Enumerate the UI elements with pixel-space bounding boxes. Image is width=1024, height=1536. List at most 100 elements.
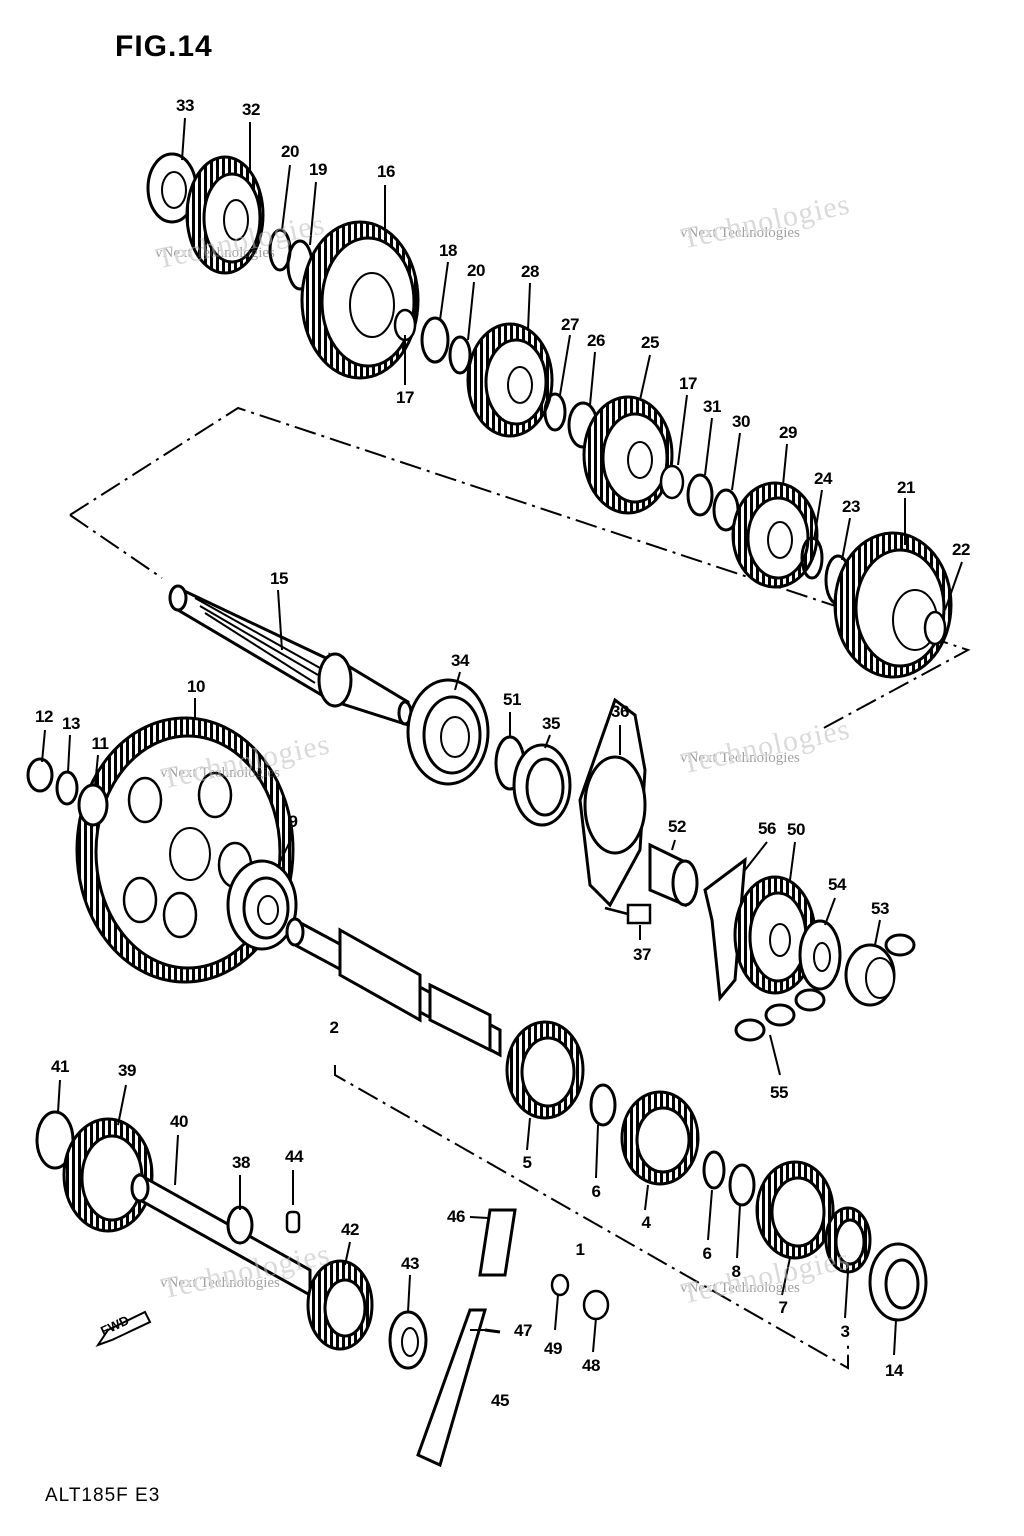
watermark: Technologies vNext Technologies — [678, 187, 853, 256]
gear-29 — [731, 481, 819, 589]
callout-30: 30 — [732, 412, 750, 431]
gear-32 — [185, 155, 265, 275]
bearing-33 — [146, 152, 198, 224]
callout-45: 45 — [491, 1391, 509, 1410]
washer-18-20 — [420, 316, 472, 375]
callout-19: 19 — [309, 160, 327, 179]
spacer-52 — [648, 842, 699, 908]
callout-31: 31 — [703, 397, 721, 416]
callout-54: 54 — [828, 875, 846, 894]
callout-4: 4 — [641, 1213, 651, 1232]
callout-2: 2 — [329, 1018, 339, 1037]
callout-48: 48 — [582, 1356, 600, 1375]
leader-lines — [41, 117, 963, 1356]
gear-42 — [306, 1259, 374, 1351]
callout-12: 12 — [35, 707, 53, 726]
gear-16 — [300, 220, 420, 380]
callout-46: 46 — [447, 1207, 465, 1226]
gear-4 — [620, 1090, 700, 1186]
callout-25: 25 — [641, 333, 659, 352]
watermark: Technologies vNext Technologies — [158, 1237, 333, 1306]
callout-17: 17 — [396, 388, 414, 407]
callout-15: 15 — [270, 569, 288, 588]
nut-53 — [844, 943, 896, 1007]
bearing-9 — [226, 859, 298, 951]
bushing-17b — [659, 464, 685, 500]
pin-44 — [285, 1210, 301, 1234]
callout-6b: 6 — [702, 1244, 712, 1263]
sprocket-50 — [733, 875, 817, 995]
callout-43: 43 — [401, 1254, 419, 1273]
fwd-arrow-icon — [95, 1310, 152, 1347]
callout-20: 20 — [281, 142, 299, 161]
bushing-22 — [923, 610, 947, 646]
callout-42: 42 — [341, 1220, 359, 1239]
callout-39: 39 — [118, 1061, 136, 1080]
callout-52: 52 — [668, 817, 686, 836]
callout-10: 10 — [187, 677, 205, 696]
callout-28: 28 — [521, 262, 539, 281]
callout-53: 53 — [871, 899, 889, 918]
gear-28 — [466, 322, 554, 438]
callout-18: 18 — [439, 241, 457, 260]
callout-22: 22 — [952, 540, 970, 559]
callout-11: 11 — [91, 734, 109, 753]
countershaft-outline — [69, 406, 971, 731]
callout-5: 5 — [522, 1153, 532, 1172]
gear-5 — [505, 1020, 585, 1120]
callout-13: 13 — [62, 714, 80, 733]
callout-17b: 17 — [679, 374, 697, 393]
callout-8: 8 — [731, 1262, 741, 1281]
cover-36 — [578, 697, 647, 908]
callout-41: 41 — [51, 1057, 69, 1076]
bolt-37 — [604, 903, 652, 925]
callout-3: 3 — [840, 1322, 850, 1341]
countershaft-15 — [168, 584, 413, 728]
shaft-46-47-45 — [416, 1208, 517, 1468]
callout-33: 33 — [176, 96, 194, 115]
chain-55 — [734, 933, 916, 1042]
callout-29: 29 — [779, 423, 797, 442]
callout-49: 49 — [544, 1339, 562, 1358]
part-49-48 — [550, 1273, 610, 1321]
callout-7: 7 — [778, 1298, 788, 1317]
callout-38: 38 — [232, 1153, 250, 1172]
callout-20b: 20 — [467, 261, 485, 280]
callout-26: 26 — [587, 331, 605, 350]
watermark: Technologies vNext Technologies — [678, 1242, 853, 1311]
gear-21 — [833, 531, 953, 679]
seal-35 — [512, 743, 572, 827]
washer-43 — [388, 1310, 428, 1370]
watermark: Technologies vNext Technologies — [158, 727, 333, 796]
callout-47: 47 — [514, 1321, 532, 1340]
callout-14: 14 — [885, 1361, 903, 1380]
callout-32: 32 — [242, 100, 260, 119]
callout-24: 24 — [814, 469, 832, 488]
gear-7 — [755, 1160, 835, 1260]
callout-16: 16 — [377, 162, 395, 181]
callout-44: 44 — [285, 1147, 303, 1166]
callout-27: 27 — [561, 315, 579, 334]
callout-9: 9 — [288, 812, 298, 831]
circlip-6b-washer-8 — [702, 1150, 756, 1207]
callout-40: 40 — [170, 1112, 188, 1131]
driveshaft-outline — [334, 1065, 849, 1370]
callout-36: 36 — [611, 702, 629, 721]
gear-39 — [62, 1117, 154, 1233]
bearing-34 — [406, 678, 490, 786]
figure-title: FIG.14 — [115, 30, 213, 63]
washer-54 — [798, 919, 842, 991]
driveshaft-2 — [285, 917, 502, 1058]
circlip-6a — [589, 1083, 617, 1127]
callout-56: 56 — [758, 819, 776, 838]
callout-37: 37 — [633, 945, 651, 964]
callout-51: 51 — [503, 690, 521, 709]
watermark: Technologies vNext Technologies — [678, 712, 853, 781]
callout-1: 1 — [575, 1240, 585, 1259]
callout-34: 34 — [451, 651, 469, 670]
callout-6: 6 — [591, 1182, 601, 1201]
callout-23: 23 — [842, 497, 860, 516]
callout-55: 55 — [770, 1083, 788, 1102]
callout-35: 35 — [542, 714, 560, 733]
